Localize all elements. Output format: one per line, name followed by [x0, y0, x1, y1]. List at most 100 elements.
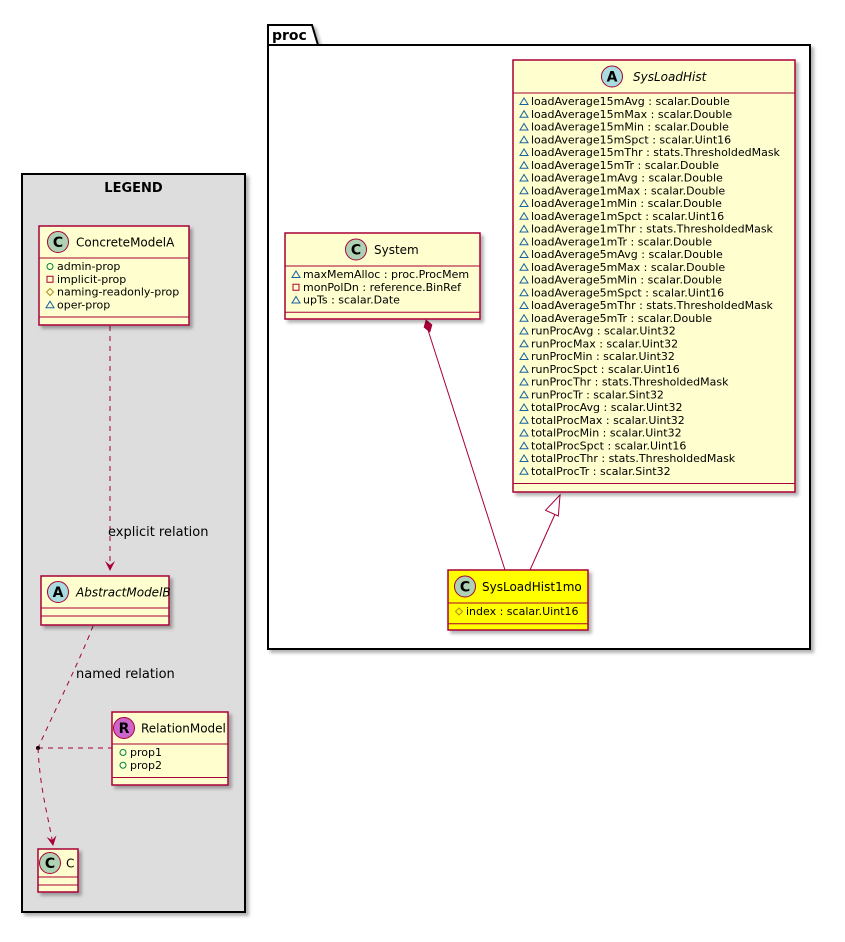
- package-visibility-icon: [519, 339, 529, 348]
- package-visibility-icon: [519, 199, 529, 207]
- attribute-text: runProcSpct : scalar.Uint16: [531, 363, 680, 376]
- attribute-text: loadAverage5mMin : scalar.Double: [531, 274, 722, 287]
- attribute-text: oper-prop: [57, 298, 110, 311]
- package-visibility-icon: [519, 173, 529, 182]
- attribute-text: loadAverage15mAvg : scalar.Double: [531, 95, 730, 108]
- package-visibility-icon: [519, 454, 529, 462]
- attribute-text: totalProcMin : scalar.Uint32: [531, 427, 682, 440]
- package-visibility-icon: [519, 122, 529, 131]
- attribute-text: loadAverage5mSpct : scalar.Uint16: [531, 286, 724, 299]
- private-visibility-icon: [46, 275, 54, 283]
- abstract-class-icon: [601, 65, 623, 88]
- package-visibility-icon: [519, 288, 529, 297]
- attribute-text: totalProcMax : scalar.Uint32: [531, 414, 685, 427]
- attribute-text: runProcAvg : scalar.Uint32: [531, 325, 676, 338]
- attribute-text: implicit-prop: [57, 273, 126, 286]
- class-stereotype-letter: A: [53, 585, 64, 601]
- attribute-text: monPolDn : reference.BinRef: [303, 281, 462, 294]
- c-relation-line: [37, 747, 57, 846]
- attribute-text: loadAverage5mMax : scalar.Double: [531, 261, 725, 274]
- package-visibility-icon: [519, 275, 529, 284]
- package-visibility-icon: [519, 390, 529, 399]
- relation-class-icon: [113, 717, 135, 739]
- package-visibility-icon: [519, 109, 529, 118]
- attribute-text: prop2: [130, 759, 162, 772]
- attribute-text: loadAverage1mAvg : scalar.Double: [531, 172, 723, 185]
- legend-title: LEGEND: [104, 181, 163, 196]
- package-visibility-icon: [519, 160, 529, 169]
- package-visibility-icon: [519, 224, 529, 233]
- class-icon: [345, 238, 367, 261]
- class-name: C: [66, 857, 74, 871]
- class-icon: [454, 575, 476, 598]
- package-visibility-icon: [519, 403, 529, 411]
- private-visibility-icon: [292, 283, 300, 291]
- package-visibility-icon: [291, 295, 301, 304]
- attribute-text: loadAverage1mTr : scalar.Double: [531, 235, 712, 248]
- attribute-text: loadAverage5mTr : scalar.Double: [531, 312, 712, 325]
- named-relation-label: named relation: [76, 667, 175, 682]
- package-visibility-icon: [519, 326, 529, 335]
- attribute-text: loadAverage15mThr : stats.ThresholdedMas…: [531, 146, 781, 159]
- attribute-text: runProcTr : scalar.Sint32: [531, 388, 664, 401]
- class-icon: [39, 852, 61, 874]
- class-stereotype-letter: C: [53, 235, 63, 251]
- class-stereotype-letter: R: [119, 721, 130, 737]
- package-visibility-icon: [519, 186, 529, 195]
- sysloadhist-class[interactable]: A SysLoadHist loadAverage15mAvg : scalar.D…: [512, 59, 796, 493]
- package-visibility-icon: [519, 428, 529, 437]
- class-name: SysLoadHist: [633, 70, 708, 84]
- package-visibility-icon: [519, 441, 529, 450]
- attribute-text: loadAverage15mTr : scalar.Double: [531, 159, 719, 172]
- package-visibility-icon: [519, 211, 529, 220]
- attribute-text: loadAverage1mMax : scalar.Double: [531, 184, 725, 197]
- package-visibility-icon: [519, 237, 529, 246]
- package-visibility-icon: [519, 377, 529, 386]
- attribute-text: prop1: [130, 746, 162, 759]
- class-name: ConcreteModelA: [76, 236, 175, 250]
- package-visibility-icon: [519, 415, 529, 424]
- explicit-relation-label: explicit relation: [108, 525, 208, 540]
- public-visibility-icon: [119, 749, 127, 756]
- concrete-model-a-class[interactable]: C ConcreteModelA admin-propimplicit-propna…: [38, 225, 190, 326]
- protected-visibility-icon: [454, 607, 464, 616]
- attribute-text: naming-readonly-prop: [57, 286, 179, 299]
- attribute-text: admin-prop: [57, 260, 120, 273]
- attribute-text: runProcMax : scalar.Uint32: [531, 337, 678, 350]
- attribute-text: upTs : scalar.Date: [303, 294, 400, 307]
- protected-visibility-icon: [45, 287, 55, 297]
- attribute-text: loadAverage5mAvg : scalar.Double: [531, 248, 723, 261]
- package-visibility-icon: [519, 97, 529, 105]
- attribute-text: loadAverage1mThr : stats.ThresholdedMask: [531, 223, 774, 236]
- class-name: System: [374, 243, 419, 257]
- public-visibility-icon: [46, 263, 54, 270]
- attribute-text: index : scalar.Uint16: [466, 605, 579, 618]
- attribute-text: loadAverage15mSpct : scalar.Uint16: [531, 133, 731, 146]
- class-stereotype-letter: A: [607, 70, 618, 86]
- package-visibility-icon: [519, 301, 529, 309]
- attribute-text: maxMemAlloc : proc.ProcMem: [303, 268, 469, 281]
- inheritance-line: [529, 511, 557, 571]
- package-visibility-icon: [519, 148, 529, 156]
- package-visibility-icon: [519, 313, 529, 322]
- package-visibility-icon: [519, 135, 529, 144]
- attribute-text: totalProcThr : stats.ThresholdedMask: [531, 452, 736, 465]
- attribute-text: totalProcAvg : scalar.Uint32: [531, 401, 682, 414]
- package-visibility-icon: [45, 300, 55, 309]
- class-name: RelationModel: [141, 722, 226, 736]
- attribute-text: totalProcSpct : scalar.Uint16: [531, 439, 686, 452]
- attribute-text: runProcMin : scalar.Uint32: [531, 350, 675, 363]
- package-visibility-icon: [519, 250, 529, 258]
- attribute-text: totalProcTr : scalar.Sint32: [531, 465, 671, 478]
- package-visibility-icon: [291, 270, 301, 278]
- attribute-text: loadAverage1mMin : scalar.Double: [531, 197, 722, 210]
- attribute-text: loadAverage5mThr : stats.ThresholdedMask: [531, 299, 774, 312]
- class-stereotype-letter: C: [45, 856, 55, 872]
